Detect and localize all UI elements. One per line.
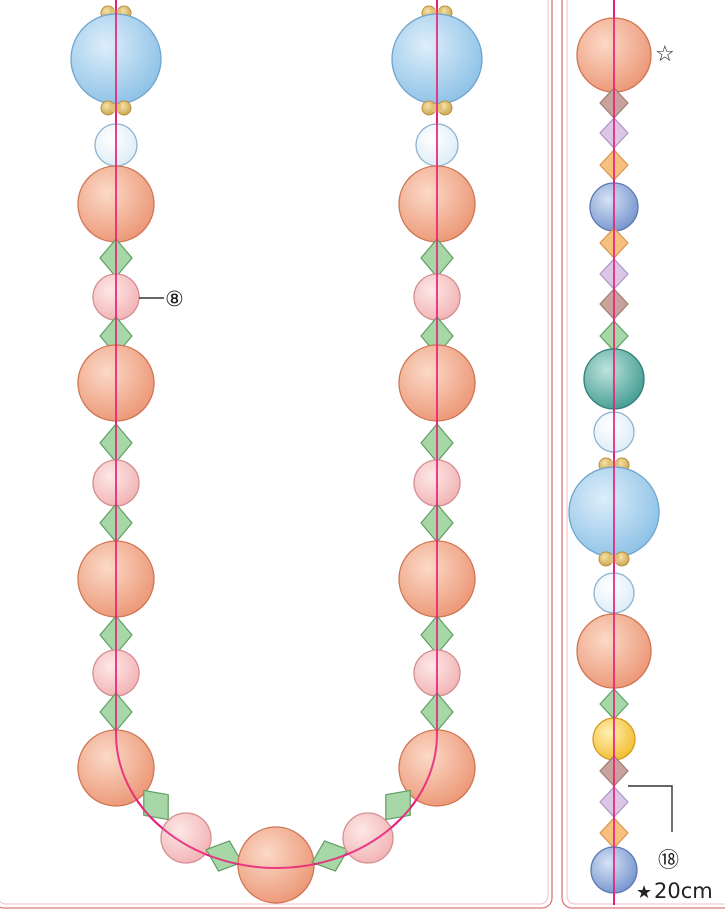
right-panel-frame (561, 0, 725, 909)
threads (115, 0, 615, 905)
star-outline-icon: ☆ (655, 42, 675, 67)
thread-bottom-curve (115, 733, 438, 869)
curve-pink-bead-right (342, 812, 394, 864)
length-label: 20cm (654, 879, 713, 903)
left-panel-frame (0, 0, 553, 909)
label-bead-18: ⑱ (658, 848, 679, 872)
right-panel-frame-inner (566, 0, 725, 905)
leader-bead-18 (628, 785, 673, 832)
star-solid-icon: ★ (636, 882, 653, 903)
curve-pink-bead-left (160, 812, 212, 864)
center-orange-bead (237, 826, 315, 904)
left-panel-frame-inner (0, 0, 549, 905)
label-bead-8: ⑧ (165, 287, 184, 311)
leader-lines (139, 297, 673, 832)
beads (70, 5, 660, 904)
threads-overlay (115, 0, 615, 905)
